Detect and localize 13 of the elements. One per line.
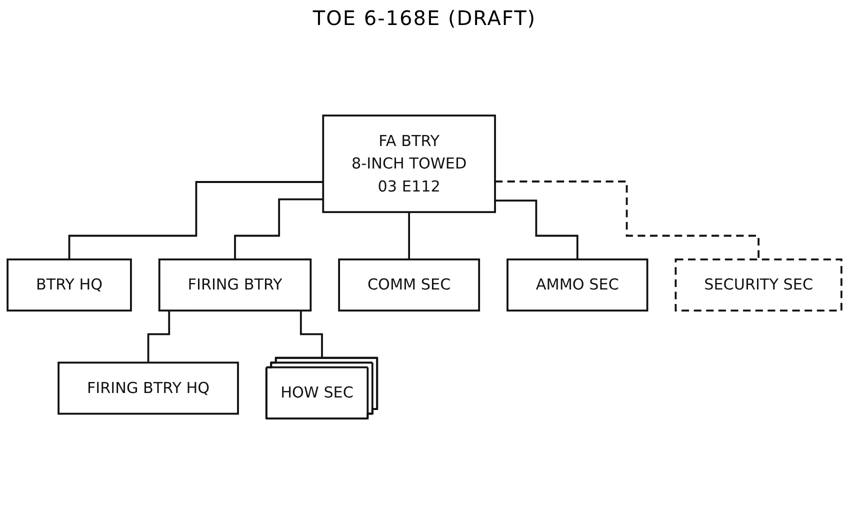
connector	[68, 181, 324, 260]
connector	[495, 200, 578, 260]
node-box: COMM SEC	[338, 258, 480, 312]
node-box: SECURITY SEC	[674, 258, 842, 312]
node-box: BTRY HQ	[6, 258, 132, 312]
node-box: FIRING BTRY HQ	[58, 362, 239, 415]
chart-title: TOE 6-168E (DRAFT)	[312, 6, 538, 30]
connector	[495, 180, 760, 260]
node-box: FA BTRY 8-INCH TOWED 03 E112	[322, 114, 496, 214]
node-box: AMMO SEC	[506, 258, 648, 312]
node-box: FIRING BTRY	[158, 258, 312, 312]
connector	[408, 211, 410, 260]
connector	[234, 198, 324, 260]
